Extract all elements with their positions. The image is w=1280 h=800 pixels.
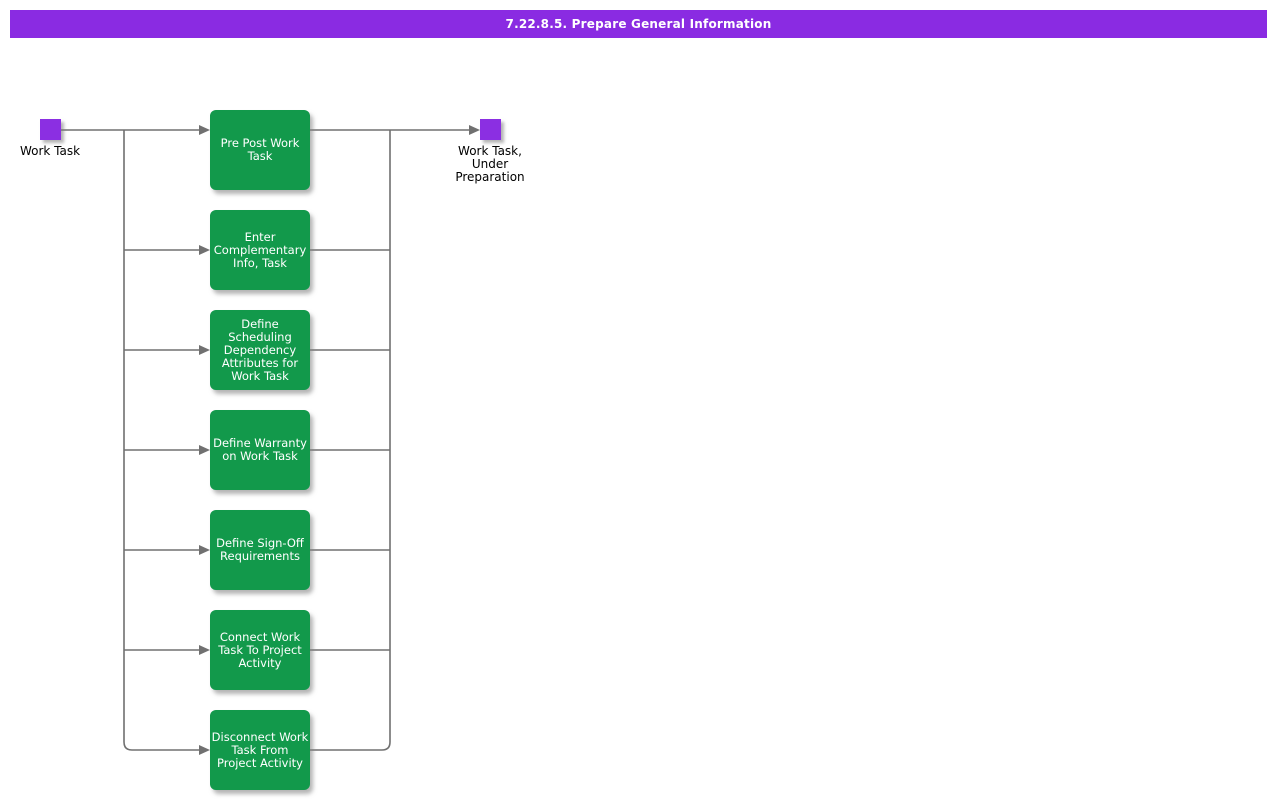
start-node-label: Work Task [19,144,81,158]
start-node-work-task[interactable] [40,119,61,140]
activity-label: Pre Post Work Task [220,136,300,163]
end-node-label: Work Task, Under Preparation [455,144,525,184]
activity-label: Define Sign-Off Requirements [216,536,304,563]
arrowhead-activity-7 [199,745,210,755]
edge-left-rail [123,130,200,751]
activity-label: Connect Work Task To Project Activity [218,629,302,670]
activity-define-sign-off-requirements[interactable]: Define Sign-Off Requirements [210,510,310,590]
arrowhead-activity-4 [199,445,210,455]
activity-define-scheduling-dependency-attributes[interactable]: Define Scheduling Dependency Attributes … [210,310,310,390]
arrowhead-activity-1 [199,125,210,135]
activity-label: Define Scheduling Dependency Attributes … [221,316,299,383]
end-node-work-task-under-preparation[interactable] [480,119,501,140]
edge-right-rail [310,130,391,751]
arrowhead-activity-6 [199,645,210,655]
arrowhead-end-node [469,125,480,135]
page-title: 7.22.8.5. Prepare General Information [505,17,772,31]
activity-label: Enter Complementary Info, Task [213,229,307,270]
arrowhead-activity-5 [199,545,210,555]
activity-enter-complementary-info-task[interactable]: Enter Complementary Info, Task [210,210,310,290]
activity-define-warranty-on-work-task[interactable]: Define Warranty on Work Task [210,410,310,490]
activity-connect-work-task-to-project-activity[interactable]: Connect Work Task To Project Activity [210,610,310,690]
activity-label: Define Warranty on Work Task [213,436,307,463]
arrowhead-activity-3 [199,345,210,355]
activity-label: Disconnect Work Task From Project Activi… [211,729,309,770]
title-bar: 7.22.8.5. Prepare General Information [10,10,1267,38]
arrowhead-activity-2 [199,245,210,255]
activity-pre-post-work-task[interactable]: Pre Post Work Task [210,110,310,190]
activity-disconnect-work-task-from-project-activity[interactable]: Disconnect Work Task From Project Activi… [210,710,310,790]
